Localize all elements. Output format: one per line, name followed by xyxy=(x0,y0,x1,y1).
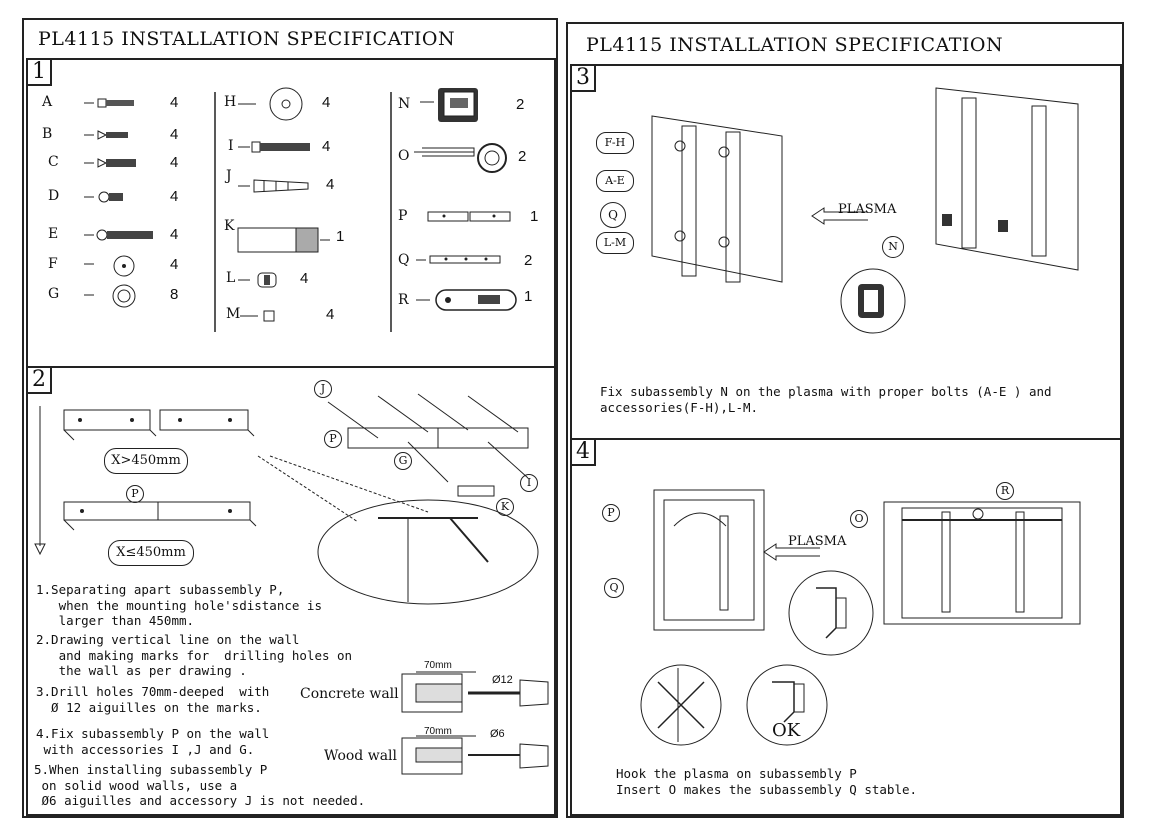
label-r: R xyxy=(996,482,1014,500)
part-row-p: P 1 xyxy=(398,208,548,238)
part-row-r: R 1 xyxy=(398,286,548,316)
screw-b-icon xyxy=(84,130,128,140)
label-j: J xyxy=(314,380,332,398)
detail-bracket-n-drawing xyxy=(840,268,906,334)
right-page: PL4115 INSTALLATION SPECIFICATION 3 F-H … xyxy=(566,22,1124,818)
panel-4-instruction: Hook the plasma on subassembly P Insert … xyxy=(616,766,918,797)
step-3-text: 3.Drill holes 70mm-deeped with Ø 12 aigu… xyxy=(36,684,270,715)
distance-le-450-label: X≤450mm xyxy=(108,540,194,566)
bracket-n-icon xyxy=(420,88,478,122)
label-q-4: Q xyxy=(604,578,624,598)
concrete-wall-label: Concrete wall xyxy=(300,686,399,702)
part-row-n: N 2 xyxy=(398,88,548,128)
label-k: K xyxy=(496,498,514,516)
part-row-f: F 4 xyxy=(42,255,202,277)
step-5-text: 5.When installing subassembly P on solid… xyxy=(34,762,366,808)
concrete-diameter-label: Ø12 xyxy=(492,674,513,686)
column-divider-1 xyxy=(214,92,216,332)
part-row-a: A 4 xyxy=(42,94,179,111)
column-divider-2 xyxy=(390,92,392,332)
label-p-2: P xyxy=(324,430,342,448)
plasma-label-4: PLASMA xyxy=(788,534,847,549)
panel-2-number: 2 xyxy=(26,366,52,394)
part-row-q: Q 2 xyxy=(398,252,533,269)
wall-anchor-j-icon xyxy=(238,179,309,193)
part-row-c: C 4 xyxy=(48,154,179,171)
rail-q-icon xyxy=(416,255,501,264)
screw-a-icon xyxy=(84,98,134,108)
part-row-g: G 8 xyxy=(42,284,202,308)
panel-3-instruction: Fix subassembly N on the plasma with pro… xyxy=(600,384,1052,415)
wood-depth-label: 70mm xyxy=(424,726,452,737)
lag-bolt-i-icon xyxy=(238,141,310,153)
nut-l-icon xyxy=(238,272,277,288)
pin-o-icon xyxy=(414,143,507,173)
screw-c-icon xyxy=(84,158,136,168)
step-1-text: 1.Separating apart subassembly P, when t… xyxy=(36,582,322,628)
step-4-text: 4.Fix subassembly P on the wall with acc… xyxy=(36,726,270,757)
label-n: N xyxy=(882,236,904,258)
label-i: I xyxy=(520,474,538,492)
label-l-m: L-M xyxy=(596,232,634,254)
panel-3-number: 3 xyxy=(570,64,596,92)
plasma-label-3: PLASMA xyxy=(838,202,897,217)
step-2-text: 2.Drawing vertical line on the wall and … xyxy=(36,632,353,678)
panel-4-hook-plasma: 4 P Q PLASMA O R OK Hook the plasma on s… xyxy=(570,438,1122,816)
wood-wall-drawing xyxy=(401,735,549,775)
vertical-arrow xyxy=(34,406,46,556)
part-row-d: D 4 xyxy=(48,188,179,205)
concrete-wall-drawing xyxy=(401,671,549,713)
washer-h-icon xyxy=(238,87,303,121)
part-row-i: I 4 xyxy=(228,138,331,155)
panel-4-number: 4 xyxy=(570,438,596,466)
screw-d-icon xyxy=(84,191,123,203)
mounted-plasma-drawing xyxy=(883,501,1081,625)
wrong-position-circle xyxy=(640,664,722,746)
wood-diameter-label: Ø6 xyxy=(490,728,505,740)
plasma-direction-arrow-4 xyxy=(763,543,820,561)
panel-1-parts-list: 1 A 4 B 4 C 4 D 4 xyxy=(26,58,556,368)
plasma-back-drawing-right xyxy=(935,87,1079,271)
label-a-e: A-E xyxy=(596,170,634,192)
plasma-back-drawing-left xyxy=(651,115,783,283)
detail-hook-circle xyxy=(788,570,874,656)
part-row-j: J 4 xyxy=(224,168,374,204)
part-row-e: E 4 xyxy=(48,226,179,243)
label-f-h: F-H xyxy=(596,132,634,154)
nut-m-icon xyxy=(240,310,275,322)
part-row-o: O 2 xyxy=(398,143,548,180)
plasma-direction-arrow xyxy=(811,207,868,225)
ok-label: OK xyxy=(772,720,801,741)
correct-position-circle xyxy=(746,664,828,746)
part-row-l: L 4 xyxy=(224,270,374,290)
label-g: G xyxy=(394,452,412,470)
part-row-b: B 4 xyxy=(42,126,179,143)
label-o: O xyxy=(850,510,868,528)
part-row-k: K 1 xyxy=(224,218,374,256)
panel-3-plasma-mounting: 3 F-H A-E Q L-M PLASMA N Fix subassembly… xyxy=(570,64,1122,440)
panel-2-wall-mounting: 2 X>450mm P X≤450mm J P G I K 1.Separati… xyxy=(26,366,556,816)
wall-plate-p-icon xyxy=(427,211,511,222)
strap-r-icon xyxy=(416,289,517,311)
screw-e-icon xyxy=(84,229,153,241)
exploded-wall-plate-view xyxy=(327,393,529,497)
label-q: Q xyxy=(600,202,626,228)
detail-ellipse-drawing xyxy=(257,455,539,605)
panel-1-number: 1 xyxy=(26,58,52,86)
left-page-title: PL4115 INSTALLATION SPECIFICATION xyxy=(38,28,456,50)
plasma-hook-drawing xyxy=(653,489,765,631)
left-page: PL4115 INSTALLATION SPECIFICATION 1 A 4 … xyxy=(22,18,558,818)
part-row-h: H 4 xyxy=(224,87,374,121)
washer-f-icon xyxy=(84,255,135,277)
spacer-k-icon xyxy=(237,227,330,253)
concrete-depth-label: 70mm xyxy=(424,660,452,671)
label-p-4: P xyxy=(602,504,620,522)
washer-g-icon xyxy=(84,284,136,308)
distance-gt-450-label: X>450mm xyxy=(104,448,188,474)
part-row-m: M 4 xyxy=(224,306,374,326)
wood-wall-label: Wood wall xyxy=(324,748,397,764)
separated-wall-plate-drawing xyxy=(63,409,255,441)
joined-wall-plate-drawing xyxy=(63,501,257,531)
right-page-title: PL4115 INSTALLATION SPECIFICATION xyxy=(586,34,1004,56)
